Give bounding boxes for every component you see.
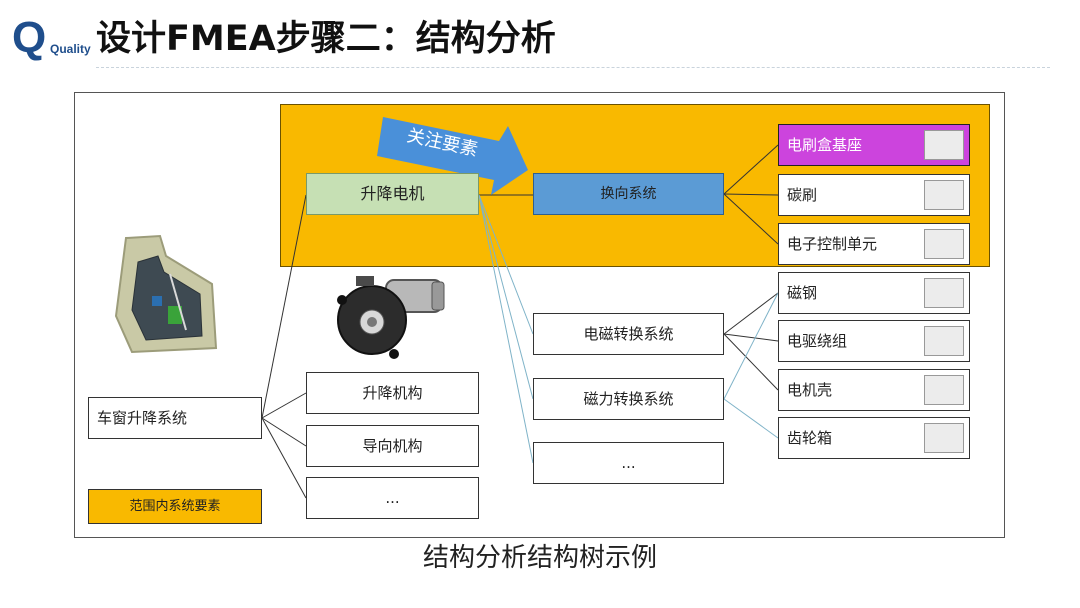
- car-door-illustration: [108, 232, 220, 356]
- link-comm-ecu: [724, 194, 778, 244]
- node-gearbox-label: 齿轮箱: [787, 431, 832, 446]
- link-mag-gearbox: [724, 399, 778, 438]
- link-root-lift: [262, 393, 306, 418]
- node-coil-label: 电驱绕组: [787, 334, 847, 349]
- motor-shell-icon: [924, 375, 964, 405]
- node-guide-mechanism-label: 导向机构: [362, 439, 422, 454]
- link-em-shell: [724, 334, 778, 390]
- node-guide-mechanism: 导向机构: [306, 425, 479, 467]
- node-brush-base-label: 电刷盒基座: [787, 138, 862, 153]
- carbon-brush-icon: [924, 180, 964, 210]
- node-motor-shell-label: 电机壳: [787, 383, 832, 398]
- node-gearbox: 齿轮箱: [778, 417, 970, 459]
- node-magnetic-conversion-label: 磁力转换系统: [583, 392, 673, 407]
- ecu-icon: [924, 229, 964, 259]
- link-motor-magnetic: [479, 195, 533, 399]
- figure-caption: 结构分析结构树示例: [0, 538, 1080, 578]
- brush-base-icon: [924, 130, 964, 160]
- window-motor-illustration: [328, 270, 452, 362]
- node-lift-mechanism-label: 升降机构: [362, 386, 422, 401]
- node-level3-more-label: ...: [621, 456, 635, 471]
- node-commutation-label: 换向系统: [601, 187, 657, 201]
- link-comm-brush: [724, 194, 778, 195]
- root-node: 车窗升降系统: [88, 397, 262, 439]
- node-em-conversion: 电磁转换系统: [533, 313, 724, 355]
- legend-box: 范围内系统要素: [88, 489, 262, 524]
- node-em-conversion-label: 电磁转换系统: [583, 327, 673, 342]
- root-label: 车窗升降系统: [97, 411, 187, 426]
- node-level2-more-label: ...: [385, 491, 399, 506]
- link-root-motor: [262, 195, 306, 418]
- link-motor-more: [479, 195, 533, 463]
- gearbox-icon: [924, 423, 964, 453]
- node-level2-more: ...: [306, 477, 479, 519]
- node-motor-shell: 电机壳: [778, 369, 970, 411]
- link-root-guide: [262, 418, 306, 446]
- node-level3-more: ...: [533, 442, 724, 484]
- node-carbon-brush-label: 碳刷: [787, 188, 817, 203]
- node-lift-motor: 升降电机: [306, 173, 479, 215]
- node-ecu-label: 电子控制单元: [787, 237, 877, 252]
- node-magnetic-conversion: 磁力转换系统: [533, 378, 724, 420]
- node-ecu: 电子控制单元: [778, 223, 970, 265]
- node-magnet: 磁钢: [778, 272, 970, 314]
- link-root-more: [262, 418, 306, 498]
- node-magnet-label: 磁钢: [787, 286, 817, 301]
- node-carbon-brush: 碳刷: [778, 174, 970, 216]
- link-motor-em: [479, 195, 533, 334]
- node-lift-mechanism: 升降机构: [306, 372, 479, 414]
- link-em-magnet: [724, 293, 778, 334]
- magnet-icon: [924, 278, 964, 308]
- link-mag-magnet: [724, 293, 778, 399]
- node-coil: 电驱绕组: [778, 320, 970, 362]
- legend-label: 范围内系统要素: [129, 500, 220, 513]
- node-brush-base: 电刷盒基座: [778, 124, 970, 166]
- link-comm-brushbase: [724, 145, 778, 194]
- link-em-coil: [724, 334, 778, 341]
- node-lift-motor-label: 升降电机: [360, 186, 424, 202]
- coil-icon: [924, 326, 964, 356]
- node-commutation: 换向系统: [533, 173, 724, 215]
